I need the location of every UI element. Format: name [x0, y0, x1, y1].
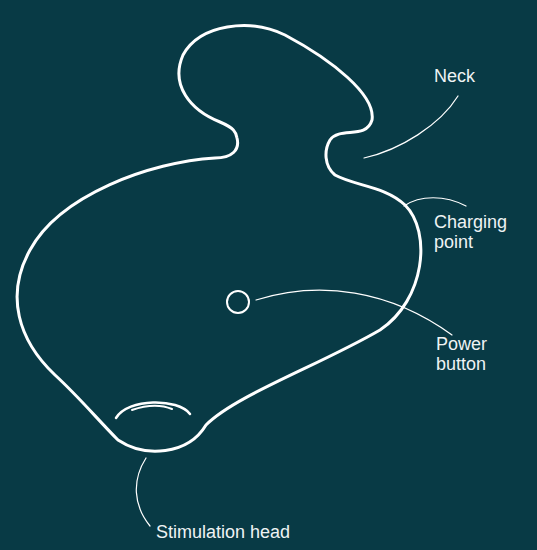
stimulation-slit-inner — [132, 406, 172, 410]
device-outline — [17, 26, 421, 451]
stimulation-slit — [116, 402, 190, 418]
leader-line — [364, 96, 458, 158]
leader-line — [404, 198, 466, 206]
power-button — [227, 291, 249, 313]
leader-line — [256, 290, 452, 335]
part-label: Stimulation head — [156, 522, 456, 542]
leader-line — [136, 458, 150, 526]
part-label: Charging point — [434, 212, 529, 252]
part-label: Power button — [436, 334, 526, 374]
part-label: Neck — [434, 66, 529, 86]
